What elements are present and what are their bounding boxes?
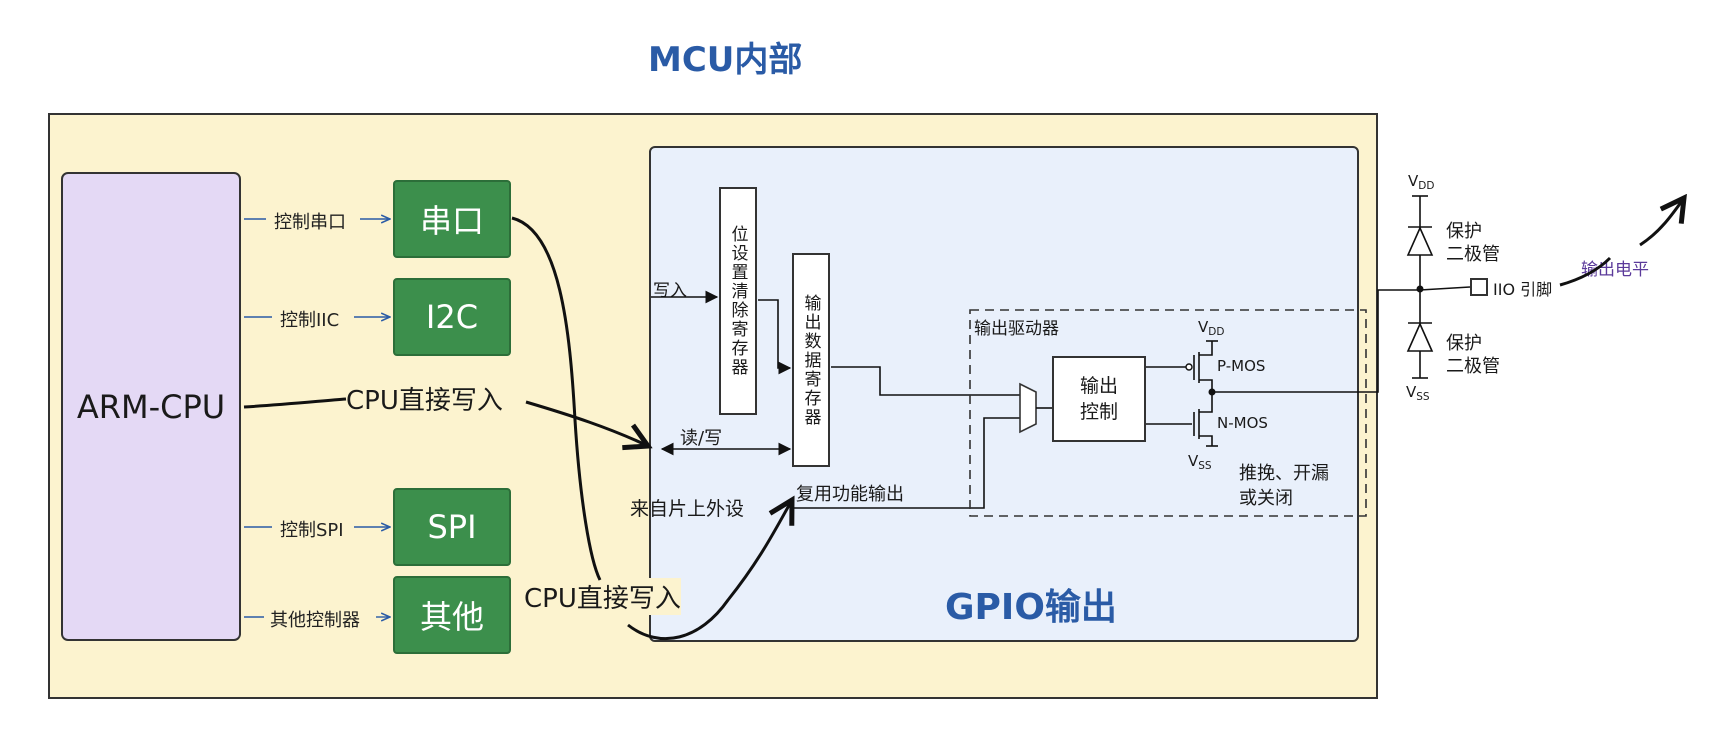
output-modes-line1: 推挽、开漏 (1239, 463, 1329, 484)
gpio-title: GPIO输出 (945, 587, 1117, 628)
pmos-symbol (1193, 340, 1218, 392)
other-block: 其他 (393, 576, 511, 654)
output-data-register-label: 输出数据寄存器 (800, 293, 821, 427)
output-control-label: 输出控制 (1079, 375, 1118, 423)
output-data-register: 输出数据寄存器 (792, 253, 830, 467)
output-level-label: 输出电平 (1581, 260, 1649, 280)
pmos-gate-bubble (1185, 363, 1193, 371)
write-label: 写入 (653, 281, 687, 301)
peripheral-curve-up (627, 500, 792, 641)
nmos-symbol (1193, 392, 1218, 447)
driver-vdd-label: VDD (1198, 318, 1225, 339)
alt-function-output-label: 复用功能输出 (796, 484, 904, 505)
data-to-mux-line (831, 366, 1022, 396)
output-driver-label: 输出驱动器 (974, 319, 1059, 339)
nmos-label: N-MOS (1217, 414, 1268, 432)
other-label: 其他 (419, 598, 484, 636)
cpu-direct-write-label-2: CPU直接写入 (524, 578, 681, 615)
cpu-direct-write-label-1: CPU直接写入 (346, 380, 503, 417)
output-level-arrow (1639, 198, 1684, 247)
spi-label: SPI (427, 508, 477, 546)
mux-symbol (1019, 382, 1037, 434)
output-modes-line2: 或关闭 (1239, 488, 1293, 509)
bit-set-clear-register: 位设置清除寄存器 (719, 187, 757, 415)
control-uart-label: 控制串口 (274, 212, 346, 233)
output-driver-dashed-box (969, 309, 1367, 517)
i2c-label: I2C (425, 298, 479, 336)
arm-cpu-label: ARM-CPU (76, 387, 226, 426)
driver-vss-label: VSS (1188, 452, 1212, 473)
control-spi-label: 控制SPI (280, 520, 344, 541)
peripheral-curve-down (511, 216, 602, 581)
cpu-write-arrow-a (525, 400, 648, 446)
i2c-block: I2C (393, 278, 511, 356)
lower-diode-label-line1: 保护 (1446, 333, 1482, 354)
protection-vdd-label: VDD (1408, 172, 1435, 193)
upper-diode-label-line2: 二极管 (1446, 244, 1500, 265)
uart-label: 串口 (419, 202, 484, 240)
upper-diode-label-line1: 保护 (1446, 221, 1482, 242)
alt-function-to-mux-line (792, 417, 1022, 509)
control-arrows (244, 219, 390, 617)
bit-set-clear-register-label: 位设置清除寄存器 (727, 225, 748, 377)
mcu-title: MCU内部 (648, 40, 803, 80)
cpu-write-line-a (243, 397, 347, 409)
from-onchip-peripheral-label: 来自片上外设 (630, 498, 745, 520)
gpio-output-container (649, 146, 1359, 642)
spi-block: SPI (393, 488, 511, 566)
output-control-block: 输出控制 (1052, 356, 1146, 442)
control-iic-label: 控制IIC (280, 310, 340, 331)
upper-protection-diode (1406, 195, 1434, 289)
control-other-label: 其他控制器 (270, 610, 360, 631)
lower-protection-diode (1406, 289, 1434, 379)
set-clear-to-output-arrow (758, 299, 792, 375)
driver-to-pin-line (1212, 289, 1420, 393)
lower-diode-label-line2: 二极管 (1446, 356, 1500, 377)
uart-block: 串口 (393, 180, 511, 258)
arm-cpu-block: ARM-CPU (61, 172, 241, 641)
output-level-line (1559, 256, 1612, 287)
pmos-label: P-MOS (1217, 357, 1266, 375)
io-pin-square (1470, 278, 1488, 296)
node-to-pin-line (1419, 286, 1471, 291)
io-pin-label: IIO 引脚 (1493, 280, 1553, 299)
protection-vss-label: VSS (1406, 383, 1430, 404)
